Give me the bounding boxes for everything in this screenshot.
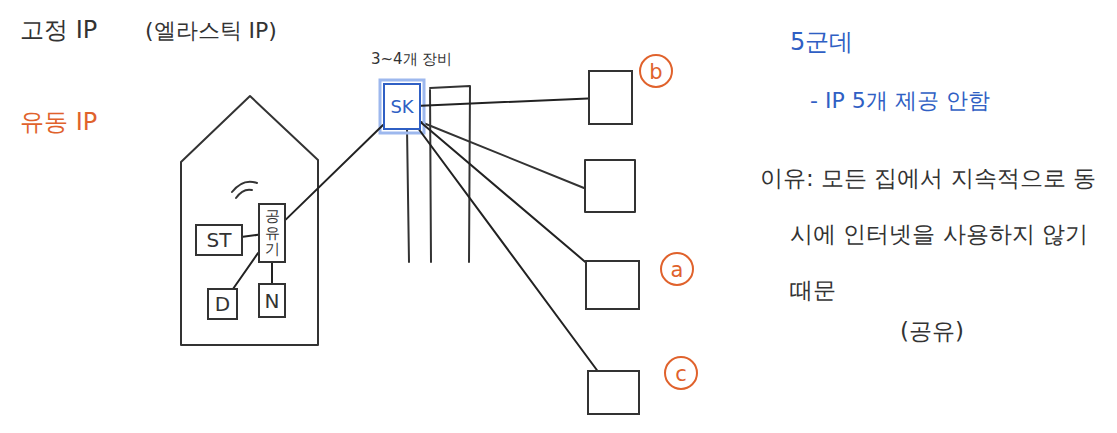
box-label: 공유기 bbox=[265, 208, 280, 258]
note-text: (공유) bbox=[900, 318, 964, 346]
callout-letter: b bbox=[639, 54, 673, 88]
highlight-frame bbox=[380, 80, 424, 133]
house-outline bbox=[181, 96, 318, 345]
house-box bbox=[585, 160, 635, 212]
box-label: D bbox=[215, 293, 230, 315]
connector-line bbox=[234, 253, 258, 288]
router-box: 공유기 bbox=[258, 203, 286, 263]
note-text: (엘라스틱 IP) bbox=[145, 18, 277, 44]
house-box: c bbox=[587, 370, 640, 415]
heading-text: 유동 IP bbox=[20, 108, 97, 137]
connector-line bbox=[421, 123, 585, 262]
connector-line bbox=[286, 125, 383, 219]
note-text: - IP 5개 제공 안함 bbox=[810, 88, 990, 114]
device-box: N bbox=[258, 283, 286, 318]
note-text: 5군데 bbox=[790, 28, 853, 57]
connector-line bbox=[419, 130, 596, 370]
pole-line bbox=[430, 86, 470, 262]
house-box: a bbox=[585, 260, 640, 310]
pole-line bbox=[430, 90, 431, 262]
box-label: N bbox=[265, 290, 280, 312]
connector-line bbox=[271, 263, 273, 283]
wifi-arc bbox=[236, 190, 252, 198]
callout-letter: a bbox=[660, 252, 694, 286]
wifi-arc bbox=[232, 182, 257, 192]
connector-line bbox=[421, 98, 588, 105]
note-text: 이유: 모든 집에서 지속적으로 동시에 인터넷을 사용하지 않기 때문 bbox=[790, 150, 1110, 318]
title-text: 고정 IP bbox=[20, 16, 97, 45]
isp-box: 3~4개 장비SK bbox=[383, 83, 421, 130]
callout-letter: c bbox=[664, 356, 698, 390]
connector-line bbox=[243, 235, 258, 237]
box-label: SK bbox=[390, 97, 413, 117]
device-box: ST bbox=[195, 224, 243, 256]
box-label: ST bbox=[207, 229, 232, 251]
house-box: b bbox=[588, 70, 633, 125]
pole-line bbox=[407, 128, 409, 262]
device-box: D bbox=[207, 288, 238, 320]
cable-line bbox=[421, 122, 584, 188]
node-heading: 3~4개 장비 bbox=[371, 51, 452, 68]
